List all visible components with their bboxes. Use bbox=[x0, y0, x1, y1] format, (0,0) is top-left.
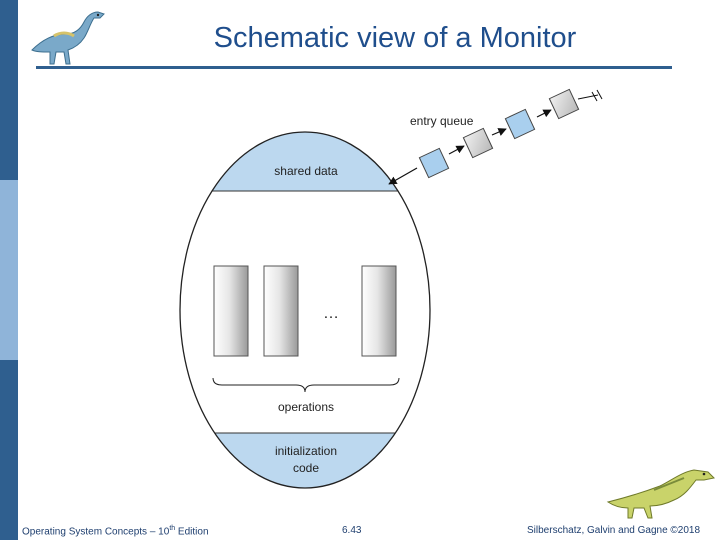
operation-box-3 bbox=[361, 265, 397, 357]
title-underline bbox=[36, 66, 672, 69]
init-code-label-line1: initialization bbox=[275, 444, 337, 458]
footer-book-title-prefix: Operating System Concepts – 10 bbox=[22, 526, 170, 538]
side-bar bbox=[0, 0, 18, 540]
entry-queue bbox=[388, 88, 603, 185]
footer-book-title-suffix: Edition bbox=[175, 526, 209, 538]
queue-arrow-4 bbox=[536, 109, 552, 118]
footer-copyright: Silberschatz, Galvin and Gagne ©2018 bbox=[527, 525, 701, 536]
queue-tail-line bbox=[577, 94, 599, 100]
monitor-oval bbox=[179, 131, 431, 489]
queue-item-3 bbox=[504, 108, 536, 140]
slide-title: Schematic view of a Monitor bbox=[213, 22, 577, 54]
queue-tail-tick-2 bbox=[596, 89, 603, 100]
operation-box-2 bbox=[263, 265, 299, 357]
dinosaur-logo-icon bbox=[31, 11, 105, 65]
side-bar-light-middle bbox=[0, 180, 18, 360]
shared-data-band bbox=[180, 132, 430, 191]
side-bar-dark-top bbox=[0, 0, 18, 180]
operations-ellipsis: … bbox=[323, 305, 341, 322]
queue-arrow-into-monitor bbox=[388, 167, 418, 185]
footer-book-title-sup: th bbox=[169, 525, 176, 532]
entry-queue-label: entry queue bbox=[410, 114, 474, 128]
init-code-label-line2: code bbox=[293, 461, 319, 475]
side-bar-dark-bottom bbox=[0, 360, 18, 540]
queue-item-1 bbox=[418, 147, 450, 179]
operations-label: operations bbox=[278, 400, 334, 414]
operation-box-1 bbox=[213, 265, 249, 357]
footer-page-number: 6.43 bbox=[342, 525, 362, 536]
operations-brace bbox=[212, 377, 400, 393]
queue-arrow-3 bbox=[491, 128, 507, 136]
queue-tail-tick-1 bbox=[591, 91, 598, 102]
queue-item-2 bbox=[462, 127, 494, 159]
queue-arrow-2 bbox=[448, 145, 465, 155]
dinosaur-footer-icon bbox=[606, 469, 716, 519]
shared-data-label: shared data bbox=[274, 164, 338, 178]
footer-book-title: Operating System Concepts – 10th Edition bbox=[22, 525, 209, 537]
queue-item-4 bbox=[548, 88, 580, 120]
